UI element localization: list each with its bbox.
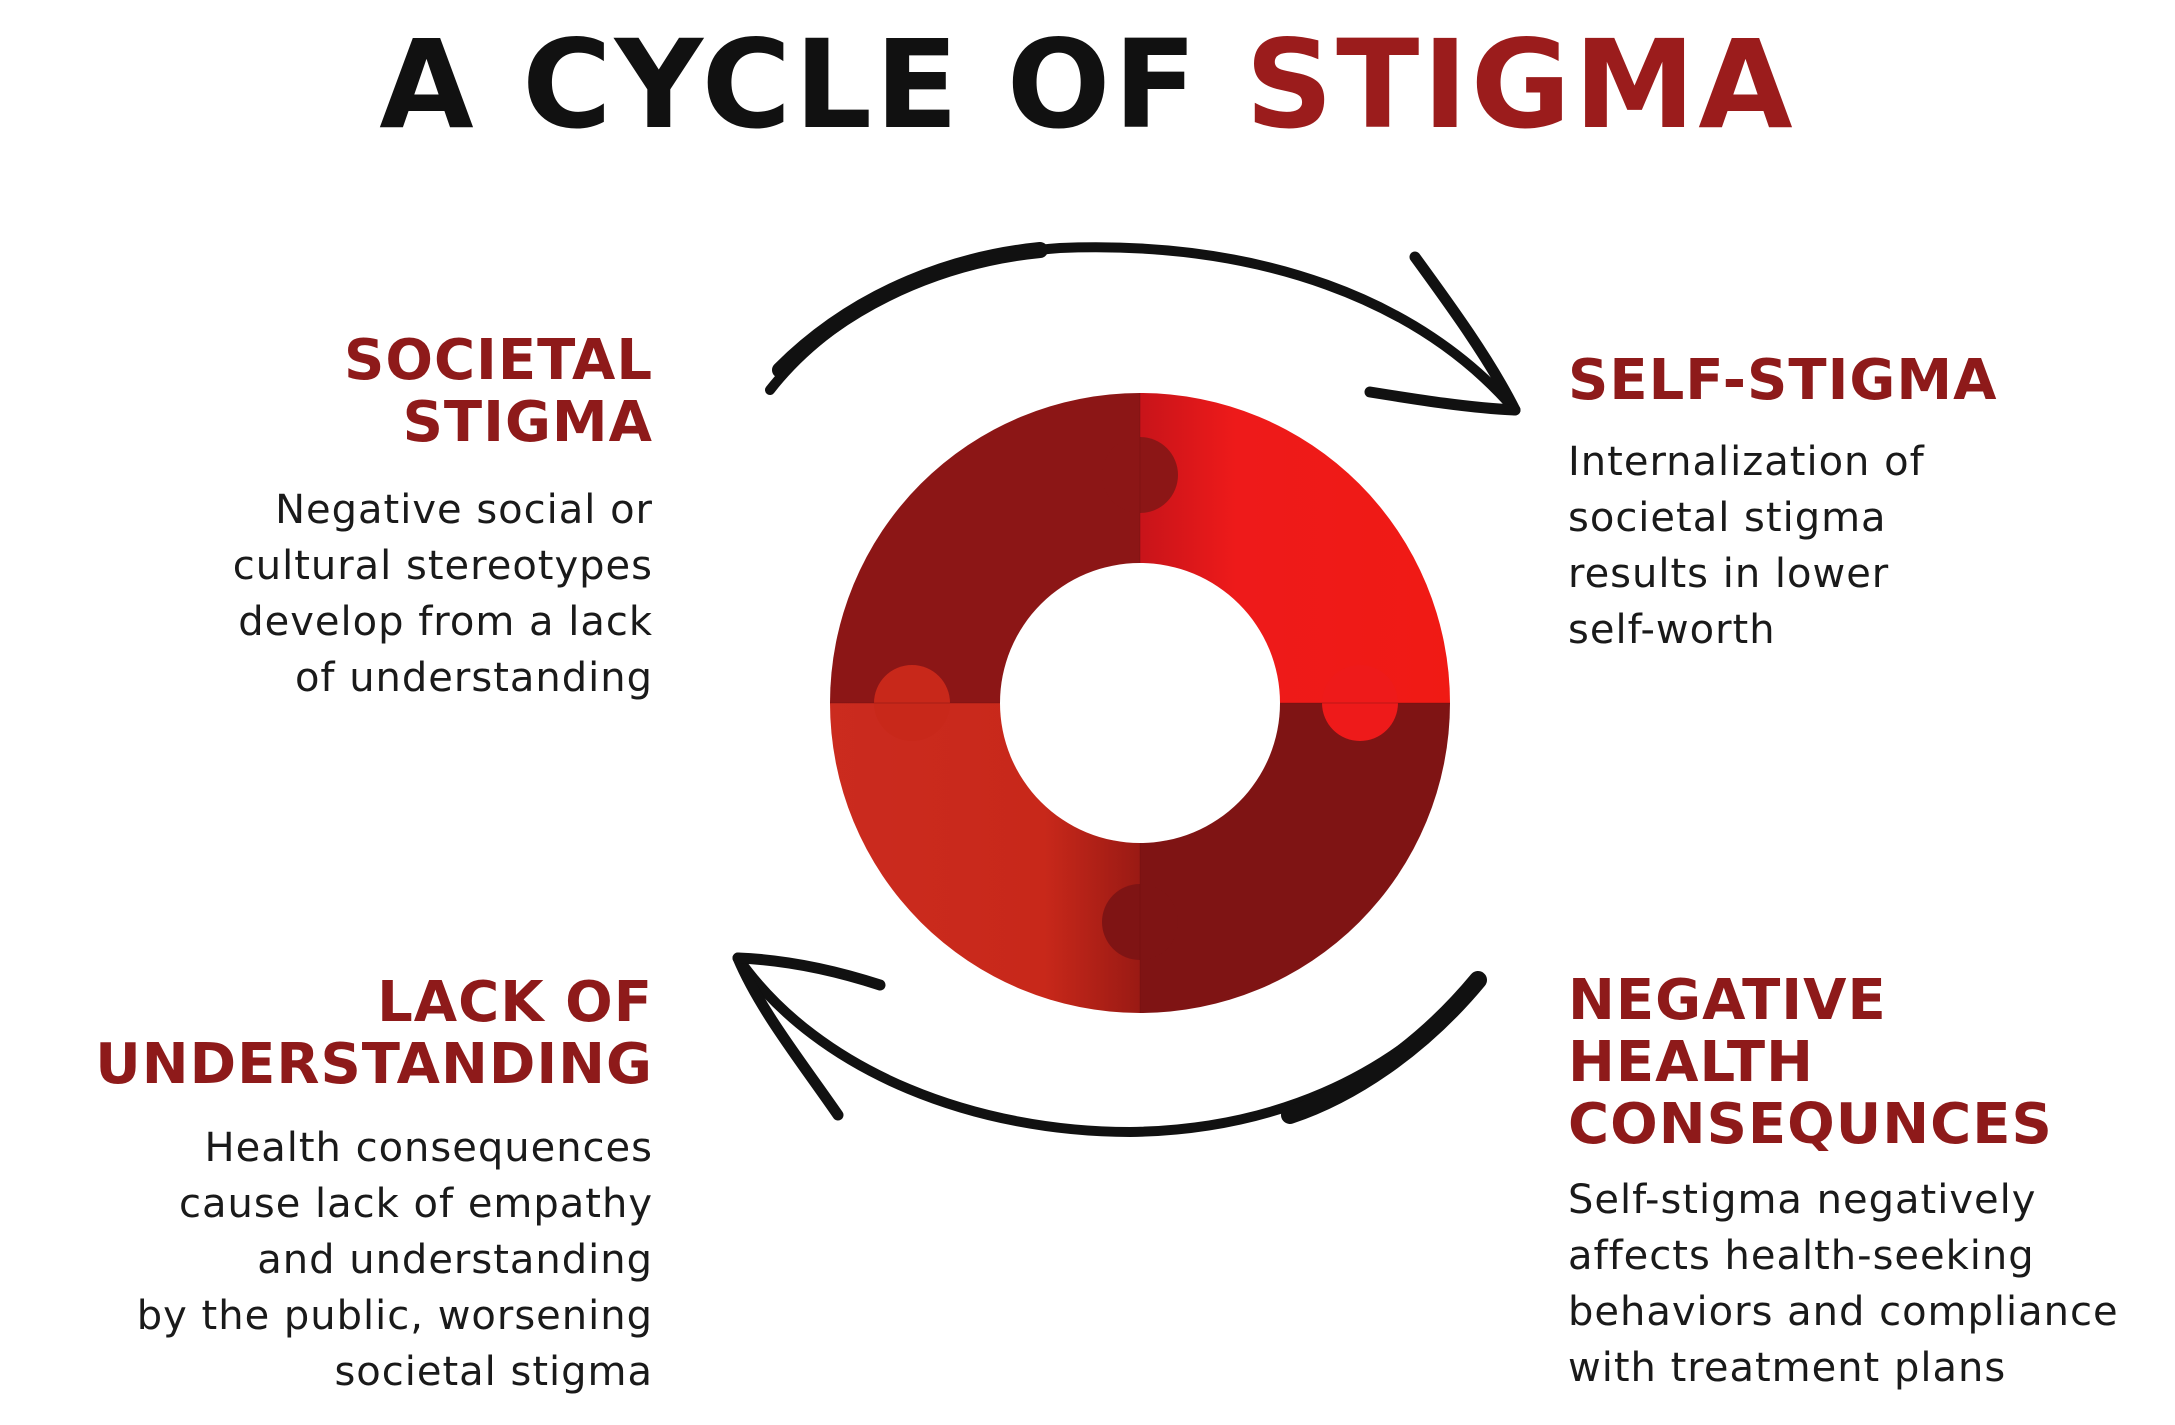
desc-line: self-worth xyxy=(1568,607,1776,653)
heading-line: UNDERSTANDING xyxy=(95,1032,653,1097)
heading-line: LACK OF xyxy=(377,970,653,1035)
negative-health-consequences-description: Self-stigma negatively affects health-se… xyxy=(1568,1172,2119,1396)
arrow-top xyxy=(765,242,1521,416)
heading-line: SELF-STIGMA xyxy=(1568,348,1998,413)
negative-health-consequences-heading: NEGATIVE HEALTH CONSEQUNCES xyxy=(1568,970,2053,1156)
ring-piece-top-right xyxy=(1140,380,1460,703)
arrow-bottom xyxy=(732,952,1487,1137)
title-part-2: STIGMA xyxy=(1245,14,1796,156)
heading-line: SOCIETAL xyxy=(344,328,653,393)
lack-of-understanding-heading: LACK OF UNDERSTANDING xyxy=(95,972,653,1096)
societal-stigma-heading: SOCIETAL STIGMA xyxy=(344,330,653,454)
desc-line: behaviors and compliance xyxy=(1568,1289,2119,1335)
desc-line: societal stigma xyxy=(334,1349,653,1395)
puzzle-ring xyxy=(820,380,1460,1033)
desc-line: societal stigma xyxy=(1568,495,1887,541)
desc-line: results in lower xyxy=(1568,551,1890,597)
desc-line: Internalization of xyxy=(1568,439,1925,485)
desc-line: by the public, worsening xyxy=(136,1293,653,1339)
societal-stigma-description: Negative social or cultural stereotypes … xyxy=(233,482,653,706)
desc-line: Self-stigma negatively xyxy=(1568,1177,2037,1223)
desc-line: Health consequences xyxy=(204,1125,653,1171)
heading-line: CONSEQUNCES xyxy=(1568,1092,2053,1157)
ring-piece-bottom-right xyxy=(1140,703,1460,1033)
knob-left xyxy=(874,665,950,741)
heading-line: NEGATIVE xyxy=(1568,968,1887,1033)
heading-line: HEALTH xyxy=(1568,1030,1814,1095)
ring-piece-top-left xyxy=(820,380,1140,703)
desc-line: cause lack of empathy xyxy=(179,1181,653,1227)
knob-right xyxy=(1322,665,1398,741)
desc-line: develop from a lack xyxy=(238,599,653,645)
knob-bottom xyxy=(1102,884,1178,960)
desc-line: of understanding xyxy=(294,655,653,701)
desc-line: with treatment plans xyxy=(1568,1345,2007,1391)
title-part-1: A CYCLE OF xyxy=(379,14,1246,156)
heading-line: STIGMA xyxy=(402,390,653,455)
self-stigma-description: Internalization of societal stigma resul… xyxy=(1568,434,1925,658)
page-title: A CYCLE OF STIGMA xyxy=(0,18,2175,152)
desc-line: and understanding xyxy=(257,1237,653,1283)
desc-line: cultural stereotypes xyxy=(232,543,653,589)
self-stigma-heading: SELF-STIGMA xyxy=(1568,350,1997,412)
knob-top xyxy=(1102,437,1178,513)
lack-of-understanding-description: Health consequences cause lack of empath… xyxy=(137,1120,653,1400)
desc-line: Negative social or xyxy=(275,487,653,533)
desc-line: affects health-seeking xyxy=(1568,1233,2035,1279)
